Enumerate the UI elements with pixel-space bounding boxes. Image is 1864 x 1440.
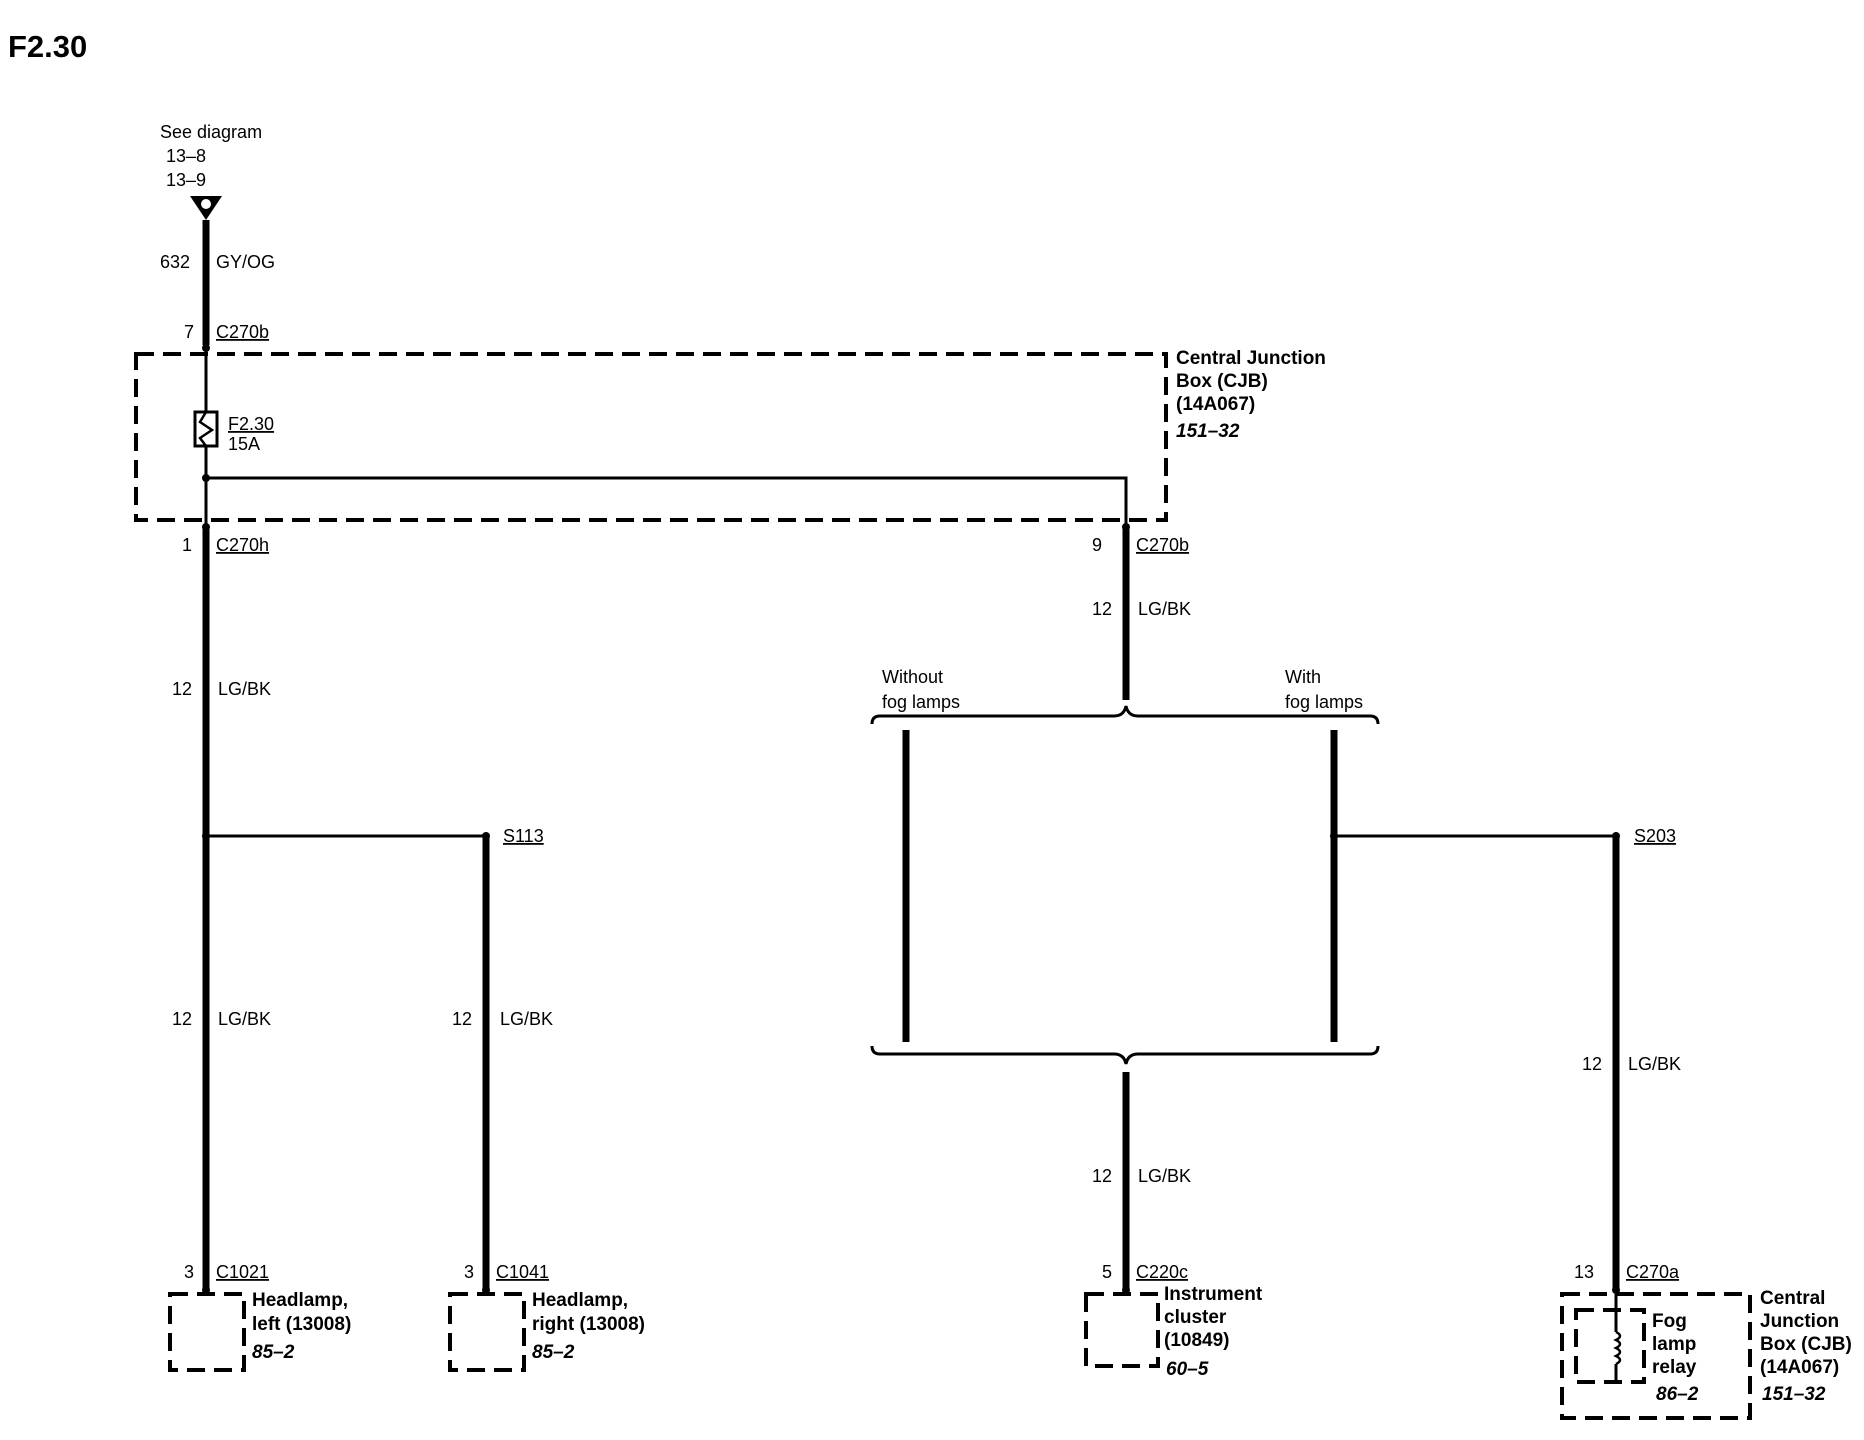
fog-cjb-line3: Box (CJB) [1760,1334,1852,1355]
s203-label: S203 [1634,826,1676,846]
left-lower-circuit: 12 [172,1009,192,1029]
headlamp-left-line1: Headlamp, [252,1290,348,1311]
s113-branch-color: LG/BK [500,1009,553,1029]
s113-label: S113 [503,826,544,846]
instrument-cluster: 5 C220c Instrument cluster (10849) 60–5 [1084,1262,1263,1380]
left-lower-color: LG/BK [218,1009,271,1029]
cluster-box [1084,1292,1160,1368]
page-title: F2.30 [8,29,87,64]
cjb-conn-out-left: C270h [216,535,269,555]
fog-relay-line3: relay [1652,1357,1697,1378]
cjb-conn-out-right: C270b [1136,535,1189,555]
option-with-line1: With [1285,667,1321,687]
cluster-feed-color: LG/BK [1138,1166,1191,1186]
headlamp-left-pin: 3 [184,1262,194,1282]
cjb-top-name-line1: Central Junction [1176,348,1326,369]
fuse-name: F2.30 [228,414,274,434]
fog-cjb-line4: (14A067) [1760,1357,1839,1378]
feed-wire-circuit: 632 [160,252,190,272]
left-upper-circuit: 12 [172,679,192,699]
headlamp-right-line2: right (13008) [532,1314,645,1335]
cjb-pin-out-left: 1 [182,535,192,555]
cjb-top-ref: 151–32 [1176,421,1240,442]
fog-cjb-line1: Central [1760,1288,1825,1309]
right-upper-circuit: 12 [1092,599,1112,619]
cluster-line3: (10849) [1164,1330,1230,1351]
right-upper-color: LG/BK [1138,599,1191,619]
fuse-icon [193,410,219,448]
fog-relay-ref: 86–2 [1656,1384,1699,1405]
headlamp-right-box [448,1292,526,1372]
option-without-line2: fog lamps [882,692,960,712]
cjb-pin-in: 7 [184,322,194,342]
cjb-top-box [134,352,1168,522]
cluster-pin: 5 [1102,1262,1112,1282]
option-brace-bottom [870,1045,1380,1065]
source-connector-icon [190,196,222,220]
feed-wire-color: GY/OG [216,252,275,272]
headlamp-left-line2: left (13008) [252,1314,351,1335]
s113-junction-left [202,832,210,840]
fog-cjb-line2: Junction [1760,1311,1839,1332]
fog-relay-pin: 13 [1574,1262,1594,1282]
cjb-top-name-line3: (14A067) [1176,394,1255,415]
fog-cjb-outer-box [1560,1292,1752,1420]
cjb-top-label: Central Junction Box (CJB) (14A067) 151–… [1176,348,1326,442]
headlamp-left-conn: C1021 [216,1262,269,1282]
fog-relay-inner-box [1574,1308,1646,1384]
option-brace-top [870,705,1380,725]
cjb-bus-junction [202,474,210,482]
fog-lamp-relay-cjb: 13 C270a Fog lamp relay 86–2 Central Jun… [1560,1262,1852,1420]
headlamp-right-line1: Headlamp, [532,1290,628,1311]
source-ref-line3: 13–9 [166,170,206,190]
cluster-line1: Instrument [1164,1284,1263,1305]
left-upper-color: LG/BK [218,679,271,699]
relay-coil-icon [1613,1330,1622,1366]
option-without-line1: Without [882,667,943,687]
source-ref-line2: 13–8 [166,146,206,166]
headlamp-left-box [168,1292,246,1372]
fog-relay-feed-circuit: 12 [1582,1054,1602,1074]
cluster-conn: C220c [1136,1262,1188,1282]
cluster-line2: cluster [1164,1307,1227,1328]
cjb-pin-out-right: 9 [1092,535,1102,555]
fog-relay-line2: lamp [1652,1334,1696,1355]
fog-cjb-ref: 151–32 [1762,1384,1826,1405]
option-with-line2: fog lamps [1285,692,1363,712]
fuse-rating: 15A [228,434,260,454]
headlamp-left-ref: 85–2 [252,1342,295,1363]
fog-relay-conn: C270a [1626,1262,1680,1282]
cluster-feed-circuit: 12 [1092,1166,1112,1186]
headlamp-right-ref: 85–2 [532,1342,575,1363]
s113-branch-circuit: 12 [452,1009,472,1029]
source-ref-line1: See diagram [160,122,262,142]
fog-relay-feed-color: LG/BK [1628,1054,1681,1074]
s203-junction-left [1330,832,1338,840]
headlamp-right-pin: 3 [464,1262,474,1282]
cluster-ref: 60–5 [1166,1359,1209,1380]
fog-relay-line1: Fog [1652,1311,1687,1332]
headlamp-left: 3 C1021 Headlamp, left (13008) 85–2 [168,1262,351,1372]
headlamp-right: 3 C1041 Headlamp, right (13008) 85–2 [448,1262,645,1372]
cjb-top-name-line2: Box (CJB) [1176,371,1268,392]
headlamp-right-conn: C1041 [496,1262,549,1282]
cjb-conn-in: C270b [216,322,269,342]
source-reference: See diagram 13–8 13–9 [160,122,262,190]
cjb-internal-bus [206,476,1128,524]
